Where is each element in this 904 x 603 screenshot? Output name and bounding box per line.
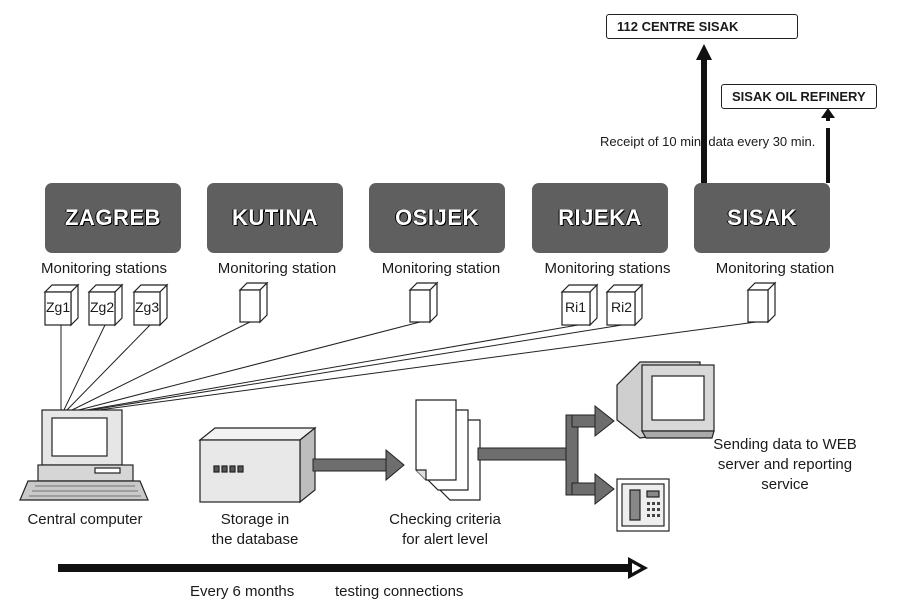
monitor-icon [616,361,715,439]
checking-label: Checking criteria for alert level [370,510,520,550]
central-computer-icon [19,409,149,501]
storage-label-line1: Storage in [220,511,290,528]
checking-label-line2: for alert level [402,531,488,548]
sending-label-line3: service [761,476,809,493]
telephone-icon [616,478,670,532]
station-ri1: Ri1 [565,299,587,315]
arrow-check-to-outputs [477,404,615,506]
caption-osijek: Monitoring station [381,260,501,277]
target-oil-refinery: SISAK OIL REFINERY [721,84,877,109]
station-zg2: Zg2 [90,299,115,315]
timeline-label-left: Every 6 months [190,583,295,600]
caption-rijeka: Monitoring stations [544,260,671,277]
documents-icon [415,399,481,501]
city-osijek: OSIJEK [369,183,505,253]
station-zg1: Zg1 [46,299,71,315]
target-112-centre: 112 CENTRE SISAK [606,14,798,39]
sending-label-line2: server and reporting [717,456,853,473]
city-rijeka: RIJEKA [532,183,668,253]
city-sisak: SISAK [694,183,830,253]
checking-label-line1: Checking criteria [389,511,501,528]
timeline-arrow [58,557,648,579]
city-kutina: KUTINA [207,183,343,253]
arrow-storage-to-check [312,448,405,482]
arrow-to-oil-refinery [821,108,835,183]
arrow-to-112-centre [696,44,712,183]
sending-label: Sending data to WEB server and reporting… [690,435,880,495]
central-computer-label: Central computer [27,511,143,528]
city-zagreb: ZAGREB [45,183,181,253]
station-cables [60,321,757,413]
database-storage-icon [198,426,317,504]
station-boxes [43,281,777,327]
station-zg3: Zg3 [135,299,160,315]
timeline-label-right: testing connections [335,583,464,600]
caption-zagreb: Monitoring stations [41,260,167,277]
sending-label-line1: Sending data to WEB [713,436,857,453]
receipt-text: Receipt of 10 min. data every 30 min. [600,134,816,149]
caption-kutina: Monitoring station [217,260,337,277]
storage-label-line2: the database [211,531,299,548]
storage-label: Storage in the database [190,510,320,550]
station-ri2: Ri2 [611,299,633,315]
caption-sisak: Monitoring station [715,260,835,277]
